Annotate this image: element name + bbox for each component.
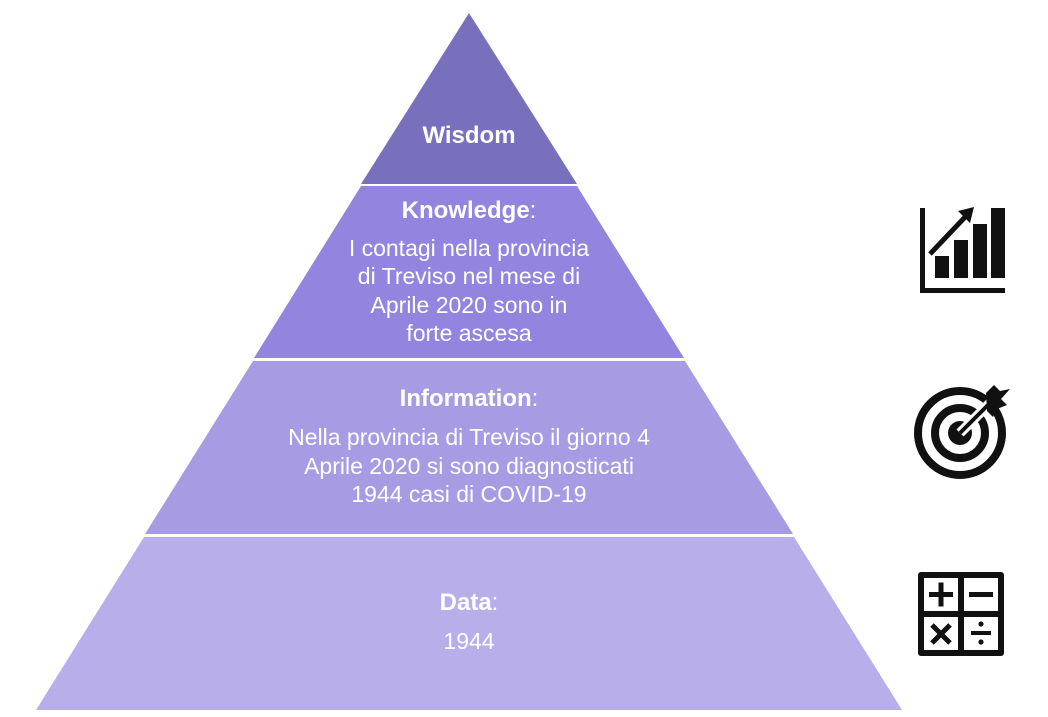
calculator-icon [918,572,1004,656]
knowledge-heading: Knowledge: [402,197,537,224]
data-title: Data [440,589,493,616]
information-heading: Information: [400,385,539,412]
data-line: 1944 [443,628,494,654]
data-heading: Data: [440,589,499,616]
level-information [145,361,793,534]
information-colon: : [532,385,539,412]
wisdom-title: Wisdom [422,122,515,149]
knowledge-title: Knowledge [402,197,530,224]
knowledge-line: Aprile 2020 sono in [371,292,568,318]
level-wisdom [361,13,577,184]
information-line: Nella provincia di Treviso il giorno 4 [288,424,650,450]
knowledge-line: di Treviso nel mese di [358,263,580,289]
knowledge-colon: : [530,197,537,224]
knowledge-line: forte ascesa [406,320,531,346]
data-colon: : [492,589,499,616]
information-line: 1944 casi di COVID-19 [351,481,586,507]
information-line: Aprile 2020 si sono diagnosticati [304,453,634,479]
knowledge-line: I contagi nella provincia [349,235,590,261]
information-title: Information [400,385,532,412]
target-icon [914,385,1010,479]
level-knowledge [254,186,684,358]
pyramid [36,13,902,710]
growth-chart-icon [920,207,1005,293]
level-data [36,537,902,710]
